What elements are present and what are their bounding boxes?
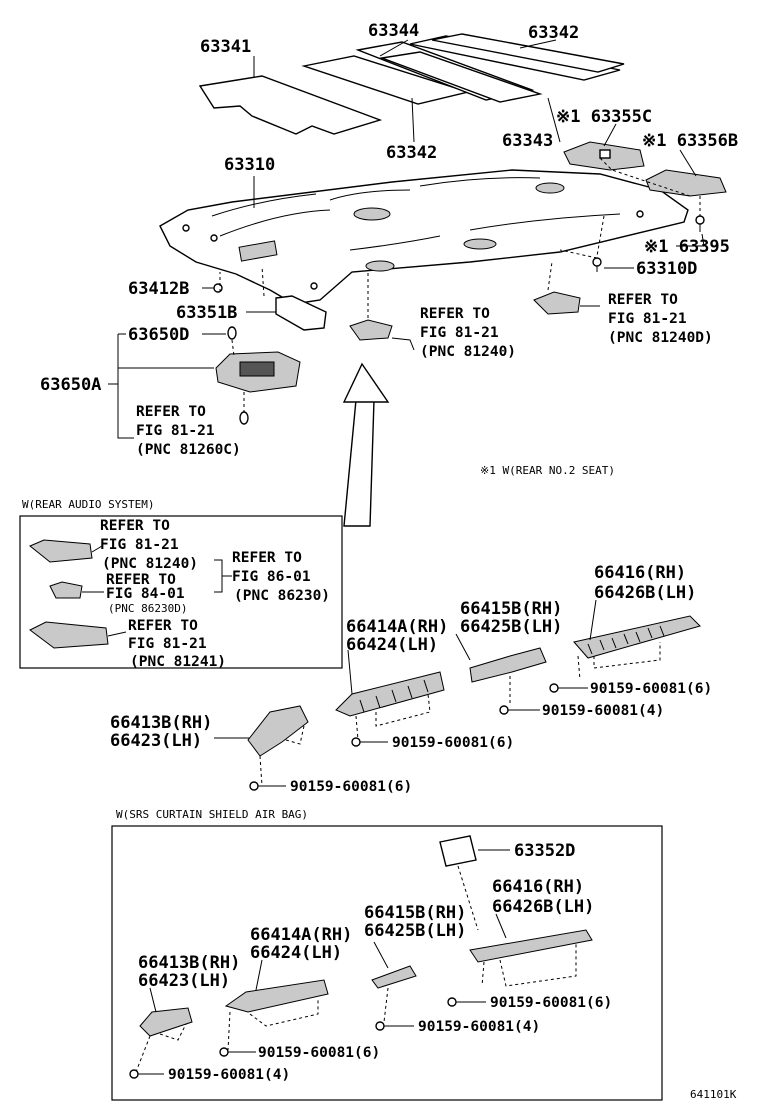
label-66424-lh: 66424(LH)	[346, 635, 438, 655]
ref-text-refer-to: REFER TO	[136, 404, 206, 420]
map-lamp-63650a	[215, 351, 301, 393]
leader-lines	[108, 39, 705, 1075]
ref-text-fig: FIG 81-21	[420, 325, 499, 341]
label-63342-top: 63342	[528, 23, 579, 43]
label-srs-66426b-lh: 66426B(LH)	[492, 897, 594, 917]
label-63395: ※1 63395	[644, 237, 730, 257]
srs-title: W(SRS CURTAIN SHIELD AIR BAG)	[116, 808, 308, 821]
clip-63650d	[227, 326, 237, 340]
retainer-66415b-upper	[469, 647, 547, 704]
clip-63395	[695, 215, 705, 232]
lamp-81240d	[533, 291, 581, 315]
insulator-pad-63342-right	[409, 33, 625, 81]
label-srs-66414a-rh: 66414A(RH)	[250, 925, 352, 945]
clip-63412b	[213, 283, 223, 293]
clip-63310d	[592, 257, 602, 272]
ref-text-fig: FIG 81-21	[128, 636, 207, 652]
label-63310: 63310	[224, 155, 275, 175]
ref-text-fig: FIG 81-21	[100, 537, 179, 553]
bezel-63356b	[645, 169, 727, 197]
ref-text-refer-to: REFER TO	[128, 618, 198, 634]
label-srs-66424-lh: 66424(LH)	[250, 943, 342, 963]
insulator-pad-63344	[355, 41, 543, 103]
rear-audio-title: W(REAR AUDIO SYSTEM)	[22, 498, 154, 511]
ref-callout-inset-81240: REFER TO FIG 81-21 (PNC 81240)	[100, 518, 198, 572]
label-srs-bolt-d: 90159-60081(4)	[168, 1067, 290, 1083]
ref-text-refer-to: REFER TO	[100, 518, 170, 534]
roof-headlining-63310	[159, 169, 689, 305]
ref-text-pnc: (PNC 81260C)	[136, 442, 241, 458]
ref-callout-inset-81241: REFER TO FIG 81-21 (PNC 81241)	[128, 618, 226, 670]
dome-lamp-81240	[349, 319, 393, 341]
ref-text-refer-to: REFER TO	[232, 550, 302, 566]
label-bolt-c: 90159-60081(6)	[392, 735, 514, 751]
ref-text-pnc: (PNC 86230D)	[108, 602, 187, 615]
label-63650d: 63650D	[128, 325, 189, 345]
bolts-upper	[249, 683, 559, 791]
label-66413b-rh: 66413B(RH)	[110, 713, 212, 733]
footnote: ※1 W(REAR NO.2 SEAT)	[480, 464, 615, 477]
ref-text-pnc: (PNC 81240)	[102, 556, 198, 572]
retainer-66413b-upper	[247, 705, 309, 787]
ref-callout-inset-86230d: REFER TO FIG 84-01 (PNC 86230D)	[106, 572, 187, 615]
label-66426b-lh: 66426B(LH)	[594, 583, 696, 603]
label-srs-66416-rh: 66416(RH)	[492, 877, 584, 897]
label-66414a-rh: 66414A(RH)	[346, 617, 448, 637]
retainer-66414a-upper	[335, 671, 445, 741]
label-srs-66415b-rh: 66415B(RH)	[364, 903, 466, 923]
ref-text-refer-to: REFER TO	[420, 306, 490, 322]
ref-text-pnc: (PNC 81240)	[420, 344, 516, 360]
label-63341: 63341	[200, 37, 251, 57]
label-63650a: 63650A	[40, 375, 101, 395]
label-bolt-b: 90159-60081(4)	[542, 703, 664, 719]
ref-text-fig: FIG 81-21	[608, 311, 687, 327]
srs-inset	[111, 825, 663, 1101]
ref-text-refer-to: REFER TO	[106, 572, 176, 588]
bulb-socket	[239, 411, 249, 425]
label-bolt-d: 90159-60081(6)	[290, 779, 412, 795]
bezel-63355c	[563, 141, 645, 171]
ref-callout-81260c: REFER TO FIG 81-21 (PNC 81260C)	[136, 404, 241, 458]
label-63342-mid: 63342	[386, 143, 437, 163]
ref-text-fig: FIG 86-01	[232, 569, 311, 585]
ref-text-pnc: (PNC 81241)	[130, 654, 226, 670]
label-srs-66423-lh: 66423(LH)	[138, 971, 230, 991]
block-63351b	[275, 295, 327, 331]
ref-callout-81240d: REFER TO FIG 81-21 (PNC 81240D)	[608, 292, 713, 346]
ref-text-pnc: (PNC 86230)	[234, 588, 330, 604]
ref-callout-81240: REFER TO FIG 81-21 (PNC 81240)	[420, 306, 516, 360]
rear-audio-inset	[19, 515, 343, 669]
label-srs-bolt-b: 90159-60081(4)	[418, 1019, 540, 1035]
label-63351b: 63351B	[176, 303, 237, 323]
label-63356b: ※1 63356B	[642, 131, 738, 151]
figure-code: 641101K	[690, 1088, 737, 1101]
label-66425b-lh: 66425B(LH)	[460, 617, 562, 637]
label-63344: 63344	[368, 21, 419, 41]
ref-text-fig: FIG 81-21	[136, 423, 215, 439]
label-63352d: 63352D	[514, 841, 575, 861]
label-63412b: 63412B	[128, 279, 189, 299]
label-srs-bolt-c: 90159-60081(6)	[258, 1045, 380, 1061]
ref-text-pnc: (PNC 81240D)	[608, 330, 713, 346]
insulator-pad-63341	[198, 75, 383, 135]
label-bolt-a: 90159-60081(6)	[590, 681, 712, 697]
label-srs-66425b-lh: 66425B(LH)	[364, 921, 466, 941]
label-srs-bolt-a: 90159-60081(6)	[490, 995, 612, 1011]
label-63343: 63343	[502, 131, 553, 151]
label-srs-66413b-rh: 66413B(RH)	[138, 953, 240, 973]
ref-text-fig: FIG 84-01	[106, 586, 185, 602]
reference-arrow	[342, 362, 390, 527]
ref-callout-inset-86230: REFER TO FIG 86-01 (PNC 86230)	[232, 550, 330, 604]
label-66423-lh: 66423(LH)	[110, 731, 202, 751]
ref-text-refer-to: REFER TO	[608, 292, 678, 308]
label-63355c: ※1 63355C	[556, 107, 652, 127]
retainer-66416-upper	[573, 615, 701, 681]
label-66416-rh: 66416(RH)	[594, 563, 686, 583]
label-63310d: 63310D	[636, 259, 697, 279]
label-66415b-rh: 66415B(RH)	[460, 599, 562, 619]
